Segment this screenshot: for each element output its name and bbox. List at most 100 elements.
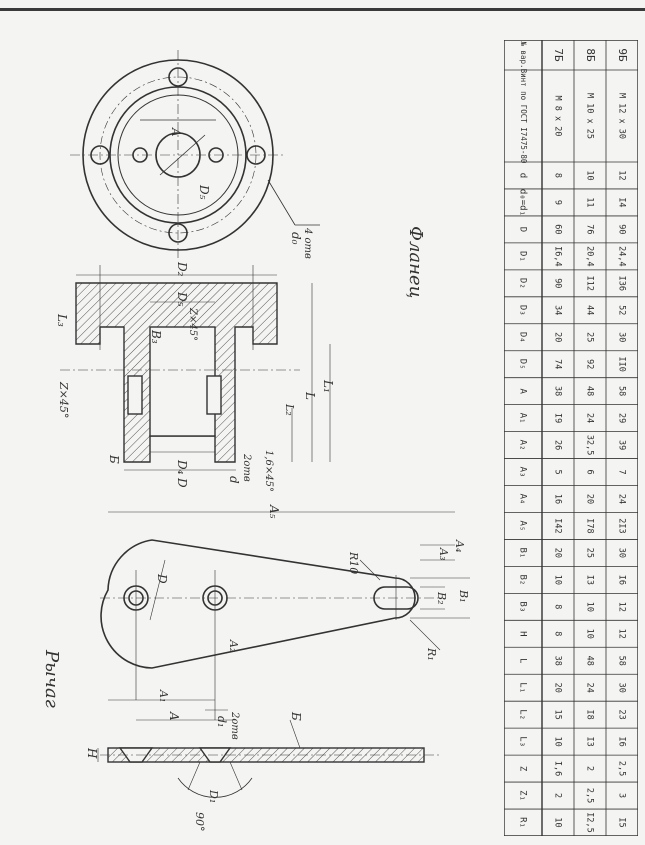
table-header-cell: L₂ bbox=[518, 709, 528, 720]
table-cell: 25 bbox=[585, 332, 595, 342]
table-cell: I42 bbox=[553, 518, 563, 533]
flange-b-label: Б bbox=[107, 454, 121, 464]
table-cell: 2,5 bbox=[617, 761, 627, 776]
table-header-cell: L₃ bbox=[518, 736, 528, 747]
table-cell: I4 bbox=[617, 197, 627, 207]
table-cell: 30 bbox=[617, 683, 627, 693]
lever-a5-label: A₅ bbox=[267, 504, 281, 519]
table-cell: 25 bbox=[585, 548, 595, 558]
table-cell: I12 bbox=[585, 276, 595, 291]
lever-rb-label: R10 bbox=[347, 551, 360, 574]
flange-d4-label: D₄ bbox=[175, 459, 189, 475]
table-header-cell: D₃ bbox=[518, 305, 528, 316]
table-cell: 24,4 bbox=[617, 246, 627, 266]
lever-dholes2-label: 2отв bbox=[229, 711, 240, 740]
table-text: № вар.Винт по ГОСТ I7475-80dd₀=d₁DD₁D₂D₃… bbox=[518, 40, 630, 832]
table-cell: 8Б bbox=[584, 48, 597, 62]
lever-top-view bbox=[100, 511, 470, 721]
table-cell: М 8 х 20 bbox=[553, 96, 563, 137]
flange-chamfer1-label: Z×45° bbox=[57, 381, 70, 418]
flange-l3-label: L₃ bbox=[55, 313, 69, 327]
table-grid bbox=[504, 40, 638, 836]
table-cell: 90 bbox=[553, 278, 563, 288]
table-header-cell: d₀=d₁ bbox=[518, 189, 528, 216]
table-cell: 26 bbox=[553, 440, 563, 450]
table-cell: 24 bbox=[617, 494, 627, 504]
table-cell: 2 bbox=[585, 766, 595, 771]
table-cell: 8 bbox=[553, 604, 563, 609]
table-cell: 52 bbox=[617, 305, 627, 315]
parameters-table: № вар.Винт по ГОСТ I7475-80dd₀=d₁DD₁D₂D₃… bbox=[504, 40, 638, 836]
lever-section-view bbox=[97, 709, 440, 798]
table-cell: I6 bbox=[617, 737, 627, 747]
table-cell: I2,5 bbox=[585, 812, 595, 832]
lever-a1-label: A₁ bbox=[157, 689, 170, 702]
table-header-cell: A₁ bbox=[518, 413, 528, 424]
flange-title: Фланец bbox=[405, 226, 426, 298]
lever-h-label: H bbox=[85, 747, 99, 759]
flange-2otv-label: 2отв bbox=[241, 453, 252, 482]
table-cell: 15 bbox=[553, 710, 563, 720]
lever-a2-label: A₂ bbox=[227, 639, 240, 652]
table-cell: 10 bbox=[585, 602, 595, 612]
table-cell: 34 bbox=[553, 305, 563, 315]
table-cell: I6,4 bbox=[553, 246, 563, 266]
table-header-cell: R₁ bbox=[518, 817, 528, 828]
table-cell: 2 bbox=[553, 793, 563, 798]
table-header-cell: B₃ bbox=[518, 601, 528, 612]
flange-b3-label: B₃ bbox=[149, 329, 163, 344]
lever-angle-label: 90° bbox=[193, 812, 206, 832]
table-header-cell: L₁ bbox=[518, 682, 528, 693]
lever-a3-label: A₃ bbox=[437, 547, 450, 560]
lever-r1-label: R₁ bbox=[425, 647, 438, 661]
table-header-cell: D bbox=[518, 227, 528, 232]
table-header-cell: D₅ bbox=[518, 359, 528, 370]
lever-b1-label: B₁ bbox=[457, 589, 470, 603]
table-header-cell: № вар. bbox=[519, 40, 528, 68]
table-header-cell: D₁ bbox=[518, 251, 528, 262]
top-border-line bbox=[0, 8, 645, 11]
table-header-cell: D₂ bbox=[518, 278, 528, 289]
lever-dholes-label: d₁ bbox=[215, 716, 228, 727]
flange-chamfer3-label: 1,6×45° bbox=[263, 450, 274, 492]
table-header-cell: B₁ bbox=[518, 547, 528, 558]
table-cell: 2I3 bbox=[617, 518, 627, 533]
table-cell: 9 bbox=[553, 200, 563, 205]
table-cell: 10 bbox=[553, 737, 563, 747]
table-cell: 76 bbox=[585, 224, 595, 234]
lever-title: Рычаг bbox=[41, 649, 62, 708]
lever-d1-label: D₁ bbox=[207, 789, 220, 803]
flange-a-label: A bbox=[169, 127, 183, 137]
table-header-cell: A₃ bbox=[518, 467, 528, 478]
flange-d0-label: d₀ bbox=[289, 232, 303, 245]
flange-d-label: d bbox=[227, 476, 241, 484]
table-cell: 90 bbox=[617, 224, 627, 234]
table-cell: 7 bbox=[617, 469, 627, 474]
table-cell: 44 bbox=[585, 305, 595, 315]
table-cell: 20 bbox=[553, 332, 563, 342]
table-cell: 5 bbox=[553, 469, 563, 474]
flange-top-view bbox=[70, 50, 320, 260]
table-cell: 74 bbox=[553, 359, 563, 369]
table-cell: 38 bbox=[553, 656, 563, 666]
table-cell: 9Б bbox=[616, 48, 629, 62]
table-cell: 8 bbox=[553, 631, 563, 636]
table-cell: 12 bbox=[617, 170, 627, 180]
lever-a-label: A bbox=[167, 711, 181, 721]
flange-d5-label: D₅ bbox=[197, 184, 211, 200]
table-header-cell: D₄ bbox=[518, 332, 528, 343]
table-cell: 10 bbox=[553, 575, 563, 585]
table-cell: 16 bbox=[553, 494, 563, 504]
table-cell: 39 bbox=[617, 440, 627, 450]
table-header-cell: Винт по ГОСТ I7475-80 bbox=[519, 69, 528, 164]
table-cell: 48 bbox=[585, 656, 595, 666]
table-cell: 24 bbox=[585, 683, 595, 693]
flange-l1-label: L₁ bbox=[321, 379, 335, 393]
table-cell: 20 bbox=[553, 548, 563, 558]
table-cell: I5 bbox=[617, 817, 627, 827]
table-cell: 10 bbox=[585, 170, 595, 180]
table-cell: 29 bbox=[617, 413, 627, 423]
table-cell: II0 bbox=[617, 357, 627, 372]
flange-chamfer2-label: Z×45° bbox=[187, 307, 198, 341]
